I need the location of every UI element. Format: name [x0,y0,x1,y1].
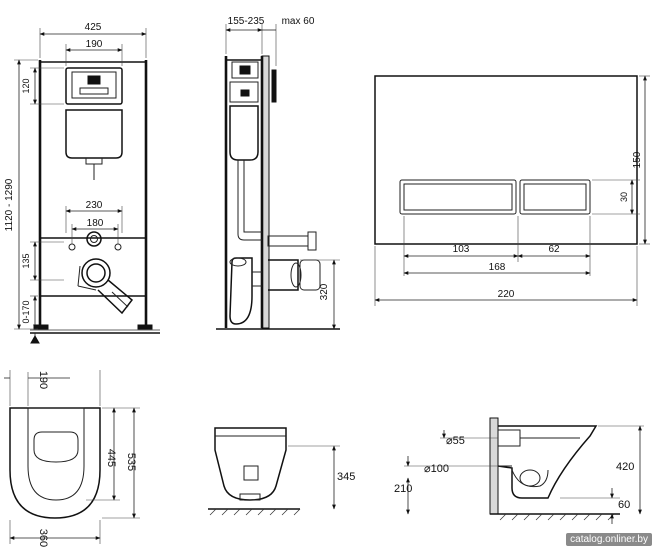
bowl-front-floor-hatch [209,508,301,516]
dim-bowl-floor-gap: 60 [618,499,630,511]
dim-side-depth-range: 155-235 [228,16,265,27]
dim-plate-buttons-width: 168 [489,262,506,273]
dim-bowl-outlet-height: 210 [394,483,412,495]
flush-plate-dimensions: 150 30 103 62 168 220 [374,75,650,306]
dim-bowl-front-height: 345 [337,471,355,483]
frame-front-view [30,60,160,334]
side-view-dimensions: 155-235 max 60 320 [225,16,340,330]
dim-front-pipe-span: 230 [86,200,103,211]
bowl-side-dimensions: ⌀55 ⌀100 210 420 60 [394,425,644,524]
dim-bowl-inner-length: 445 [105,449,117,467]
dim-front-height-top: 120 [21,78,31,93]
watermark: catalog.onliner.by [566,533,652,546]
bowl-top-dimensions: 190 445 535 360 [4,370,140,547]
dim-bowl-width: 360 [37,529,49,547]
dim-bowl-inlet-height: 420 [616,461,634,473]
dim-front-width-total: 425 [85,22,102,33]
front-view-dimensions: 425 190 1120 - 1290 120 230 180 135 0-17… [4,22,147,344]
dim-plate-right-button: 62 [548,244,560,255]
flush-plate [374,75,638,245]
dim-bowl-inlet-diameter: ⌀55 [446,435,465,447]
dim-front-width-inner: 190 [86,39,103,50]
dim-side-depth-max: max 60 [282,16,315,27]
bowl-front-view [208,427,301,516]
bowl-side-floor-hatch [499,513,615,521]
dim-front-bolt-span: 180 [87,218,104,229]
dim-plate-height: 150 [632,151,643,168]
bowl-side-view [489,417,620,521]
dim-bowl-seat-offset: 190 [37,371,49,389]
dim-bowl-total-length: 535 [125,453,137,471]
dim-plate-total-width: 220 [498,289,515,300]
frame-side-view [216,55,340,330]
dim-front-height-range: 1120 - 1290 [4,178,15,231]
dim-front-height-outlet: 135 [21,253,31,268]
dim-bowl-outlet-diameter: ⌀100 [424,463,449,475]
dim-front-height-floor: 0-170 [21,300,31,323]
dim-plate-button-height: 30 [619,192,629,202]
dim-plate-left-button: 103 [453,244,470,255]
bowl-front-dimensions: 345 [288,445,355,510]
dim-side-height-drain: 320 [319,283,330,300]
bowl-top-view [9,407,101,519]
